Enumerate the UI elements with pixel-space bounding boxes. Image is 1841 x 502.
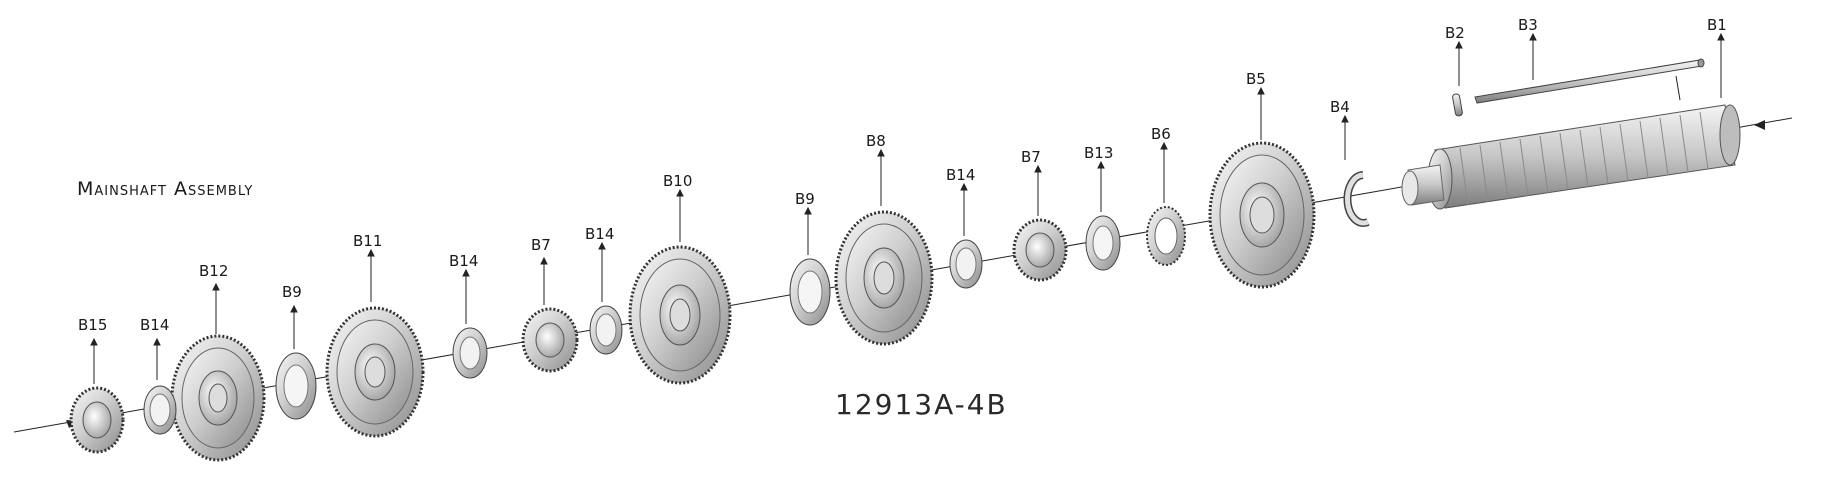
label-b6: B6 (1151, 125, 1171, 143)
label-b1: B1 (1707, 16, 1727, 34)
label-b14-4: B14 (946, 166, 975, 184)
leader-lines (90, 32, 1725, 384)
label-b9-left: B9 (282, 283, 302, 301)
part-b12-gear (170, 334, 266, 462)
part-b14-ring-4 (949, 239, 983, 289)
label-b14-1: B14 (140, 316, 169, 334)
label-b7-right: B7 (1021, 148, 1041, 166)
label-b14-2: B14 (449, 252, 478, 270)
label-b7-left: B7 (531, 236, 551, 254)
label-b2: B2 (1445, 24, 1465, 42)
part-b5-gear (1208, 141, 1316, 289)
part-b13-bearing (1085, 215, 1121, 271)
part-b9-bearing-left (275, 352, 317, 420)
part-b4-snap-ring (1343, 171, 1370, 227)
callout-labels: B15 B14 B12 B9 B11 B14 B7 B14 B10 B9 B8 … (78, 16, 1727, 334)
label-b13: B13 (1084, 144, 1113, 162)
label-b5: B5 (1246, 70, 1266, 88)
label-b3: B3 (1518, 16, 1538, 34)
diagram-title: Mainshaft Assembly (77, 178, 254, 200)
label-b15: B15 (78, 316, 107, 334)
axis-arrow-right (1754, 120, 1765, 130)
label-b14-3: B14 (585, 225, 614, 243)
part-b1-shaft (1401, 104, 1741, 210)
part-b7-gear-left (521, 307, 579, 373)
label-b12: B12 (199, 262, 228, 280)
part-b10-gear (628, 245, 732, 385)
part-b8-gear (834, 210, 934, 346)
part-b3-rod (1474, 58, 1705, 104)
label-b8: B8 (866, 132, 886, 150)
part-b9-bearing-right (789, 258, 831, 326)
part-b11-gear (325, 306, 425, 438)
part-b7-gear-right (1012, 218, 1068, 282)
label-b4: B4 (1330, 98, 1350, 116)
part-b14-ring-1 (143, 385, 177, 435)
part-b2-pin (1452, 93, 1463, 117)
part-b14-ring-2 (452, 327, 488, 379)
label-b11: B11 (353, 232, 382, 250)
part-number: 12913A-4B (835, 388, 1008, 421)
part-b14-ring-3 (589, 305, 623, 355)
label-b9-right: B9 (795, 190, 815, 208)
part-b15-gear (69, 386, 125, 454)
label-b10: B10 (663, 172, 692, 190)
part-b6-washer (1146, 206, 1186, 266)
